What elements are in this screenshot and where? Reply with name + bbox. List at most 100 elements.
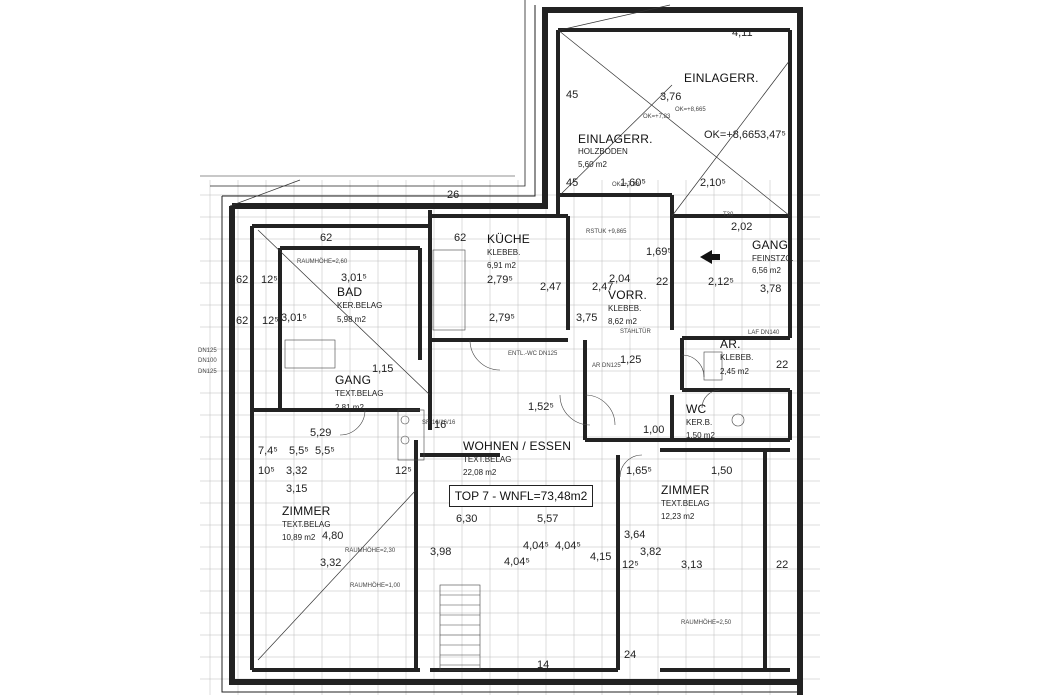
toilet xyxy=(731,413,745,427)
outer-wall-line xyxy=(221,5,800,693)
dimension-label: 24 xyxy=(624,649,637,661)
burner xyxy=(400,435,410,445)
dimension-label: 1,00 xyxy=(643,424,665,436)
dimension-label: 3,78 xyxy=(760,283,782,295)
dimension-label: 1,65⁵ xyxy=(626,465,652,477)
room-area-vorr: 8,62 m2 xyxy=(608,317,637,326)
room-floor-einlagerr-mid: HOLZBODEN xyxy=(578,147,628,156)
room-floor-zimmer-right: TEXT.BELAG xyxy=(661,499,710,508)
dimension-label: 22 xyxy=(776,559,789,571)
door-swing xyxy=(701,389,721,409)
dimension-label: 5,57 xyxy=(537,513,559,525)
dimension-label: 2,47 xyxy=(592,281,614,293)
ceiling-height-note: RAUMHÖHE=1,00 xyxy=(350,583,401,589)
dimension-label: 4,11 xyxy=(732,27,753,39)
dimension-label: 1,15 xyxy=(372,363,394,375)
roof-slope-line xyxy=(671,59,791,217)
dimension-label: 3,32 xyxy=(286,465,308,477)
dimension-label: 3,32 xyxy=(320,557,342,569)
room-name-ar: AR. xyxy=(720,337,741,351)
room-area-zimmer-right: 12,23 m2 xyxy=(661,512,695,521)
shaft-note: SR 16/16/16 xyxy=(422,420,456,426)
dimension-label: 2,47 xyxy=(540,281,562,293)
room-area-gang-right: 6,56 m2 xyxy=(752,266,781,275)
fire-door-note: T30 xyxy=(723,212,734,218)
dimension-label: 3,64 xyxy=(624,529,646,541)
door-swing xyxy=(681,354,705,378)
room-area-einlagerr-mid: 5,60 m2 xyxy=(578,160,607,169)
dimension-label: 12⁵ xyxy=(622,559,639,571)
dimension-label: 12⁵ xyxy=(262,315,279,327)
roof-slope-line xyxy=(559,4,671,31)
room-name-bad: BAD xyxy=(337,285,363,299)
roof-slope-line xyxy=(257,229,431,396)
room-floor-kuche: KLEBEB. xyxy=(487,248,521,257)
room-floor-gang-right: FEINSTZG. xyxy=(752,254,794,263)
room-name-gang-right: GANG xyxy=(752,238,789,252)
dimension-label: 1,50 xyxy=(711,465,733,477)
room-area-wohnen: 22,08 m2 xyxy=(463,468,497,477)
dimension-label: 3,82 xyxy=(640,546,662,558)
pipe-note: DN100 xyxy=(198,358,217,364)
dimension-label: 1,60⁵ xyxy=(620,177,646,189)
room-floor-wc: KER.B. xyxy=(686,418,713,427)
dimension-label: 26 xyxy=(447,189,460,201)
dimension-label: 3,98 xyxy=(430,546,452,558)
room-area-bad: 5,98 m2 xyxy=(337,315,366,324)
room-name-zimmer-left: ZIMMER xyxy=(282,504,331,518)
roof-slope-line xyxy=(559,84,673,196)
dimension-label: 10⁵ xyxy=(258,465,275,477)
dimension-label: 22 xyxy=(776,359,789,371)
dimension-label: 45 xyxy=(566,177,579,189)
room-name-kuche: KÜCHE xyxy=(487,232,531,246)
roof-slope-line xyxy=(229,179,301,207)
dimension-label: 14 xyxy=(537,659,550,671)
dimension-label: 62 xyxy=(454,232,467,244)
door-swing xyxy=(619,454,643,478)
pipe-note: DN125 xyxy=(198,369,217,375)
dimension-label: 2,10⁵ xyxy=(700,177,726,189)
dimension-label: 16 xyxy=(434,419,447,431)
door-swing xyxy=(559,394,591,426)
door-note: STAHLTÜR xyxy=(620,329,651,335)
dim-einlagerr-top: 3,76 xyxy=(660,91,682,103)
room-area-gang-left: 2,81 m2 xyxy=(335,403,364,412)
door-swing xyxy=(469,339,501,371)
dimension-label: 4,04⁵ xyxy=(523,540,549,552)
staircase xyxy=(439,584,481,671)
bathtub xyxy=(284,339,336,369)
kitchen-counter xyxy=(432,249,466,331)
dimension-label: 2,02 xyxy=(731,221,753,233)
outer-wall xyxy=(229,7,803,695)
room-floor-bad: KER.BELAG xyxy=(337,301,383,310)
room-name-wc: WC xyxy=(686,402,707,416)
dimension-label: 4,04⁵ xyxy=(555,540,581,552)
dimension-label: 1,25 xyxy=(620,354,642,366)
arrow-left-icon xyxy=(700,250,720,264)
dimension-label: 22 xyxy=(656,276,669,288)
ok-level-einlagerr: OK=+8,665 xyxy=(704,129,761,141)
dimension-label: 1,52⁵ xyxy=(528,401,554,413)
vent-note: LAF DN140 xyxy=(748,330,780,336)
room-floor-ar: KLEBEB. xyxy=(720,353,754,362)
outer-wall-line xyxy=(210,0,526,187)
dimension-label: 5,5⁵ xyxy=(289,445,309,457)
dimension-label: 2,79⁵ xyxy=(489,312,515,324)
dimension-label: 3,13 xyxy=(681,559,703,571)
burner xyxy=(400,415,410,425)
dimension-label: 2,12⁵ xyxy=(708,276,734,288)
vent-note: ENTL.-WC DN125 xyxy=(508,351,558,357)
room-name-wohnen: WOHNEN / ESSEN xyxy=(463,439,572,453)
room-floor-vorr: KLEBEB. xyxy=(608,304,642,313)
room-floor-gang-left: TEXT.BELAG xyxy=(335,389,384,398)
dimension-label: 4,04⁵ xyxy=(504,556,530,568)
dimension-label: 3,15 xyxy=(286,483,308,495)
room-name-gang-left: GANG xyxy=(335,373,372,387)
dimension-label: 5,29 xyxy=(310,427,332,439)
room-name-zimmer-right: ZIMMER xyxy=(661,483,710,497)
level-note: RSTUK +9,865 xyxy=(586,229,627,235)
level-note: OK=+7,83 xyxy=(612,182,640,188)
dimension-label: 2,79⁵ xyxy=(487,274,513,286)
dimension-label: 3,01⁵ xyxy=(281,312,307,324)
